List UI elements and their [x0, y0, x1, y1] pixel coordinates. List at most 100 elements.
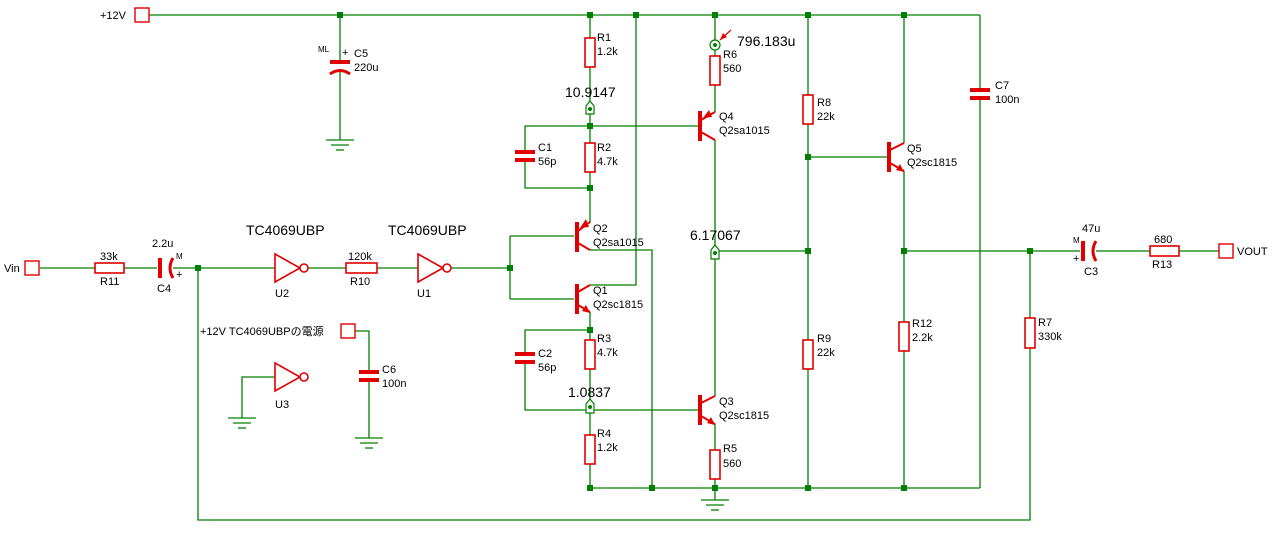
r7-value: 330k — [1038, 331, 1062, 343]
r4-value: 1.2k — [597, 442, 618, 454]
c3-value: 47u — [1082, 223, 1100, 235]
r4-ref: R4 — [597, 428, 611, 440]
voltage-probe-low[interactable]: 1.0837 — [568, 384, 611, 414]
c7-value: 100n — [995, 94, 1019, 106]
c2-value: 56p — [538, 362, 556, 374]
r6-ref: R6 — [723, 49, 737, 61]
c4-value: 2.2u — [152, 238, 173, 250]
capacitor-c6[interactable]: C6 100n — [359, 364, 406, 390]
r5-value: 560 — [723, 458, 741, 470]
resistor-r7[interactable]: R7 330k — [1024, 317, 1062, 349]
c3-ref: C3 — [1084, 266, 1098, 278]
q4-model: Q2sa1015 — [719, 125, 770, 137]
vin-port[interactable]: Vin — [4, 260, 40, 276]
resistor-r3[interactable]: R3 4.7k — [584, 333, 618, 370]
resistor-r9[interactable]: R9 22k — [802, 333, 835, 370]
r9-ref: R9 — [817, 333, 831, 345]
capacitor-c3[interactable]: 47u M + C3 — [1073, 223, 1100, 278]
inverter-u3[interactable]: U3 — [274, 361, 309, 411]
capacitor-c7[interactable]: C7 100n — [970, 80, 1019, 106]
vcc-port[interactable]: +12V — [100, 7, 150, 23]
capacitor-c4[interactable]: 2.2u C4 M + — [152, 238, 183, 295]
u3-ref: U3 — [275, 399, 289, 411]
resistor-r13[interactable]: 680 R13 — [1149, 234, 1180, 271]
c3-polarity-mark: M — [1073, 236, 1080, 245]
c1-ref: C1 — [538, 142, 552, 154]
transistor-q4[interactable]: Q4 Q2sa1015 — [698, 110, 770, 141]
q3-model: Q2sc1815 — [719, 410, 769, 422]
transistor-q1[interactable]: Q1 Q2sc1815 — [575, 284, 643, 314]
q2-model: Q2sa1015 — [593, 237, 644, 249]
resistor-r12[interactable]: R12 2.2k — [898, 318, 933, 352]
current-probe-r6[interactable]: 796.183u — [709, 29, 795, 51]
c4-plus: + — [176, 269, 182, 281]
inverter-u2[interactable]: TC4069UBP U2 — [246, 222, 325, 300]
r10-ref: R10 — [350, 276, 370, 288]
r6-value: 560 — [723, 63, 741, 75]
q1-model: Q2sc1815 — [593, 299, 643, 311]
r7-ref: R7 — [1038, 317, 1052, 329]
capacitor-c5[interactable]: ML + C5 220u — [318, 45, 378, 76]
r2-ref: R2 — [597, 142, 611, 154]
c4-polarity-mark: M — [176, 252, 183, 261]
vout-port[interactable]: VOUT — [1218, 243, 1268, 259]
u1-type: TC4069UBP — [388, 222, 467, 238]
capacitor-c1[interactable]: C1 56p — [515, 142, 556, 168]
c4-ref: C4 — [157, 283, 171, 295]
resistor-r10[interactable]: 120k R10 — [345, 251, 378, 288]
r1-value: 1.2k — [597, 46, 618, 58]
r13-ref: R13 — [1152, 259, 1172, 271]
r8-ref: R8 — [817, 97, 831, 109]
c5-polarity-mark: ML — [318, 45, 330, 54]
c5-ref: C5 — [354, 48, 368, 60]
c5-plus: + — [342, 47, 348, 59]
probe-mid-value: 6.17067 — [690, 227, 741, 243]
r8-value: 22k — [817, 111, 835, 123]
transistor-q3[interactable]: Q3 Q2sc1815 — [698, 395, 769, 425]
c3-plus: + — [1073, 253, 1079, 265]
voltage-probe-top[interactable]: 10.9147 — [565, 84, 616, 115]
supply-note-port[interactable]: +12V TC4069UBPの電源 — [200, 323, 356, 339]
u1-ref: U1 — [417, 288, 431, 300]
r2-value: 4.7k — [597, 156, 618, 168]
c2-ref: C2 — [538, 348, 552, 360]
resistor-r6[interactable]: R6 560 — [709, 49, 741, 86]
resistor-r4[interactable]: R4 1.2k — [584, 428, 618, 465]
r12-ref: R12 — [912, 318, 932, 330]
r11-ref: R11 — [100, 276, 119, 288]
transistor-q5[interactable]: Q5 Q2sc1815 — [887, 142, 957, 172]
ground-u3-icon — [228, 417, 256, 429]
wires — [40, 14, 1219, 521]
vout-label: VOUT — [1237, 246, 1268, 258]
r10-value: 120k — [348, 251, 372, 263]
transistor-q2[interactable]: Q2 Q2sa1015 — [575, 219, 644, 252]
c7-ref: C7 — [995, 80, 1009, 92]
voltage-probe-mid[interactable]: 6.17067 — [690, 227, 741, 260]
ground-c6-icon — [355, 437, 383, 449]
resistor-r11[interactable]: 33k R11 — [94, 251, 125, 288]
r3-ref: R3 — [597, 333, 611, 345]
vcc-label: +12V — [100, 10, 127, 22]
q5-model: Q2sc1815 — [907, 157, 957, 169]
resistor-r5[interactable]: R5 560 — [709, 443, 741, 480]
q2-ref: Q2 — [593, 223, 608, 235]
q3-ref: Q3 — [719, 396, 734, 408]
resistor-r2[interactable]: R2 4.7k — [584, 142, 618, 173]
r12-value: 2.2k — [912, 332, 933, 344]
c6-value: 100n — [382, 378, 406, 390]
r5-ref: R5 — [723, 443, 737, 455]
supply-note-label: +12V TC4069UBPの電源 — [200, 324, 324, 338]
inverter-u1[interactable]: TC4069UBP U1 — [388, 222, 467, 300]
q4-ref: Q4 — [719, 111, 734, 123]
u2-ref: U2 — [275, 288, 289, 300]
r13-value: 680 — [1154, 234, 1172, 246]
capacitor-c2[interactable]: C2 56p — [515, 348, 556, 374]
r11-value: 33k — [100, 251, 118, 263]
resistor-r8[interactable]: R8 22k — [802, 94, 835, 125]
probe-top-value: 10.9147 — [565, 84, 616, 100]
r9-value: 22k — [817, 347, 835, 359]
q1-ref: Q1 — [593, 285, 608, 297]
ground-c5-icon — [326, 139, 354, 151]
resistor-r1[interactable]: R1 1.2k — [584, 32, 618, 68]
